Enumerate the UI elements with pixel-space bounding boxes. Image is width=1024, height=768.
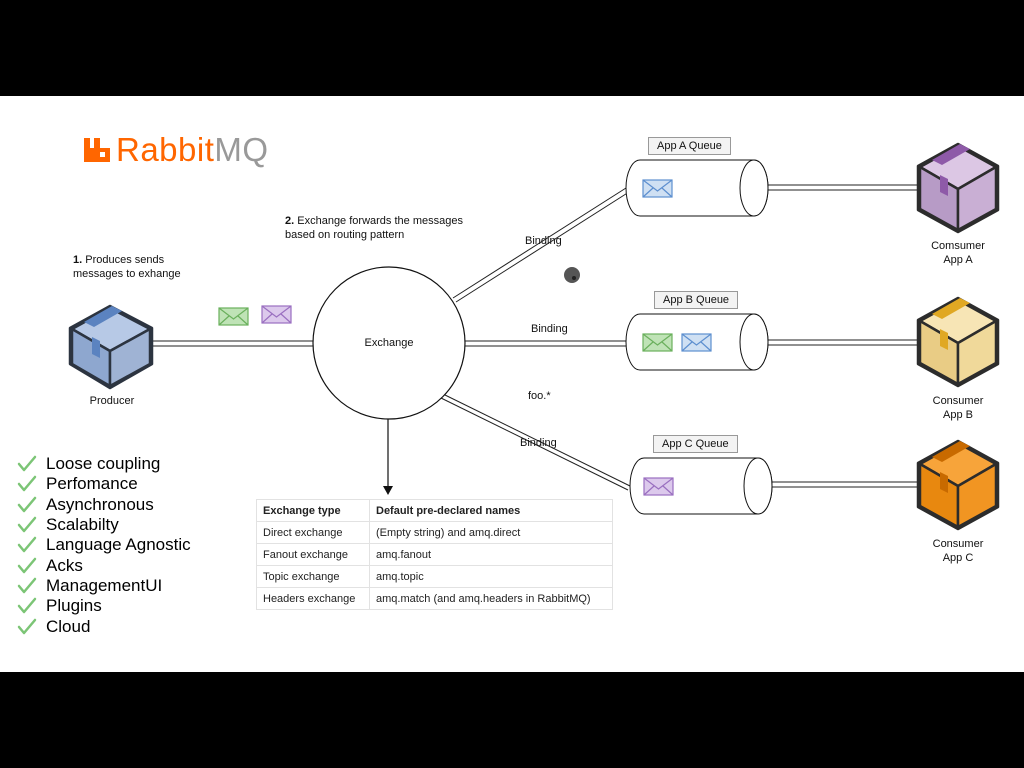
queue-b-label: App B Queue [654, 291, 739, 309]
table-header-cell: Default pre-declared names [369, 499, 613, 522]
table-row: Headers exchange amq.match (and amq.head… [256, 587, 613, 610]
diagram-canvas [68, 142, 1000, 531]
binding-label-b: Binding [531, 323, 568, 335]
logo-text: RabbitMQ [116, 131, 269, 168]
consumer-a-box-icon [916, 142, 1000, 234]
table-row: Fanout exchange amq.fanout [256, 543, 613, 566]
consumer-c-box-icon [916, 439, 1000, 531]
binding-edge-b [465, 340, 626, 347]
table-cell: amq.fanout [369, 543, 613, 566]
pointer-dot-icon [564, 267, 580, 283]
binding-label-a: Binding [525, 235, 562, 247]
checkmark-icon [17, 557, 37, 573]
feature-item: Scalabilty [16, 515, 191, 535]
table-header-cell: Exchange type [256, 499, 370, 522]
table-cell: Topic exchange [256, 565, 370, 588]
queue-a-cylinder [625, 159, 769, 217]
table-cell: Headers exchange [256, 587, 370, 610]
producer-box-icon [68, 304, 154, 390]
binding-edge-a [452, 187, 630, 303]
exchange-node [312, 266, 466, 420]
exchange-table-arrow [383, 418, 393, 495]
checkmark-icon [17, 516, 37, 533]
table-cell: (Empty string) and amq.direct [369, 521, 613, 544]
exchange-label: Exchange [364, 337, 414, 349]
table-cell: Direct exchange [256, 521, 370, 544]
message-envelope-icon [643, 477, 674, 496]
checkmark-icon [17, 597, 37, 614]
queue-a-label: App A Queue [648, 137, 731, 155]
message-envelope-icon [642, 333, 673, 352]
routing-pattern-label: foo.* [528, 390, 551, 402]
checkmark-icon [17, 455, 37, 472]
rabbitmq-logo-icon [84, 138, 110, 162]
table-cell: Fanout exchange [256, 543, 370, 566]
message-envelope-icon [681, 333, 712, 352]
feature-item: Loose coupling [16, 454, 191, 474]
feature-list: Loose coupling Perfomance Asynchronous S… [16, 454, 191, 637]
table-header-row: Exchange type Default pre-declared names [256, 499, 613, 522]
binding-edge-c [440, 393, 631, 491]
consumer-b-box-icon [916, 296, 1000, 388]
feature-item: Language Agnostic [16, 535, 191, 555]
slide: RabbitMQ [0, 96, 1024, 672]
checkmark-icon [17, 577, 37, 594]
message-envelope-icon [218, 307, 249, 326]
checkmark-icon [17, 496, 37, 512]
step-1-text: 1. Produces sends messages to exhange [73, 254, 181, 280]
feature-item: Asynchronous [16, 495, 191, 515]
checkmark-icon [17, 476, 37, 492]
table-cell: amq.match (and amq.headers in RabbitMQ) [369, 587, 613, 610]
queue-c-cylinder [629, 457, 773, 515]
producer-exchange-edge [150, 340, 313, 347]
message-envelope-icon [642, 179, 673, 198]
consumer-edges [768, 184, 918, 488]
binding-label-c: Binding [520, 437, 557, 449]
feature-item: Cloud [16, 616, 191, 636]
table-row: Direct exchange (Empty string) and amq.d… [256, 521, 613, 544]
producer-label: Producer [89, 395, 135, 407]
checkmark-icon [17, 537, 37, 553]
feature-item: Perfomance [16, 474, 191, 494]
queue-c-label: App C Queue [653, 435, 738, 453]
feature-item: ManagementUI [16, 576, 191, 596]
exchange-types-table: Exchange type Default pre-declared names… [256, 499, 613, 610]
step-2-text: 2. Exchange forwards the messages based … [285, 215, 463, 241]
feature-item: Acks [16, 555, 191, 575]
table-cell: amq.topic [369, 565, 613, 588]
feature-item: Plugins [16, 596, 191, 616]
message-envelope-icon [261, 305, 292, 324]
checkmark-icon [17, 618, 37, 634]
table-row: Topic exchange amq.topic [256, 565, 613, 588]
